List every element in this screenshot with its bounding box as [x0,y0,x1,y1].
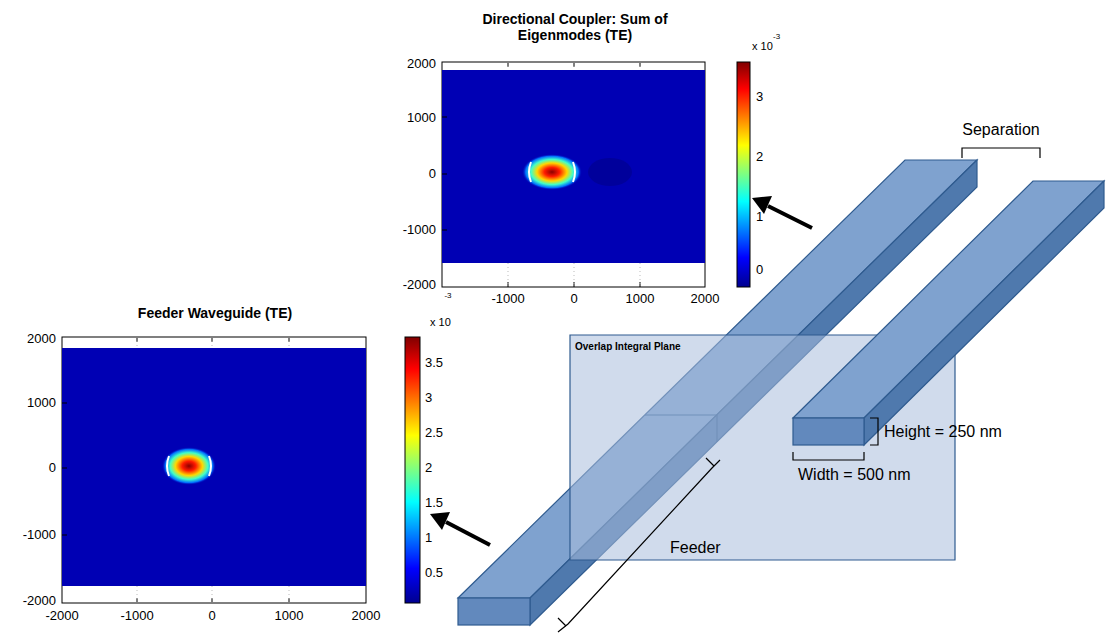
axis-tick: 2000 [407,57,436,72]
colorbar [405,337,420,603]
colorbar-tick: 1 [756,210,763,225]
colorbar-tick: 2.5 [425,426,443,441]
coupler-mode-plot [442,62,750,287]
colorbar-tick: 3 [756,90,763,105]
coupled-waveguide [793,181,1104,445]
colorbar-tick: 3.5 [425,356,443,371]
colorbar-tick: 1 [425,531,432,546]
colorbar-tick: 0 [756,263,763,278]
dimension-label: Height = 250 nm [884,423,1002,441]
colorbar-scale: x 10 [430,316,451,329]
colorbar-tick: 2 [756,150,763,165]
plot-title: Directional Coupler: Sum of Eigenmodes (… [480,11,670,43]
colorbar-tick: 3 [425,391,432,406]
axis-tick: 2000 [352,609,381,624]
axis-tick: -2000 [403,278,436,293]
axis-tick: 1000 [407,111,436,126]
colorbar-exponent: -3 [773,32,780,41]
axis-tick: -2000 [23,594,56,609]
dimension-label: Separation [962,121,1039,139]
axis-tick: -1000 [403,223,436,238]
dimension-label: Width = 500 nm [798,466,911,484]
axis-tick: 2000 [27,332,56,347]
plane-label: Overlap Integral Plane [575,341,681,353]
axis-tick: -1000 [120,609,153,624]
pointer-arrows [430,196,812,545]
colorbar-tick: 0.5 [425,566,443,581]
axis-tick: 2000 [691,292,720,307]
colorbar [737,62,750,287]
colorbar-tick: 2 [425,461,432,476]
axis-tick: 0 [49,461,56,476]
colorbar-scale: x 10 [752,40,773,53]
axis-tick: 1000 [626,292,655,307]
dimension-label: Feeder [670,539,721,557]
axis-tick: -1000 [23,528,56,543]
axis-exponent: -3 [444,291,451,300]
axis-tick: 1000 [27,396,56,411]
dimension-brackets [558,148,1040,632]
axis-tick: 0 [429,167,436,182]
axis-tick: 1000 [275,609,304,624]
axis-tick: -2000 [45,609,78,624]
axis-tick: 0 [208,609,215,624]
colorbar-tick: 1.5 [425,496,443,511]
axis-tick: -1000 [491,292,524,307]
plot-title: Feeder Waveguide (TE) [138,305,292,321]
axis-tick: 0 [570,292,577,307]
feeder-mode-plot [62,337,420,603]
